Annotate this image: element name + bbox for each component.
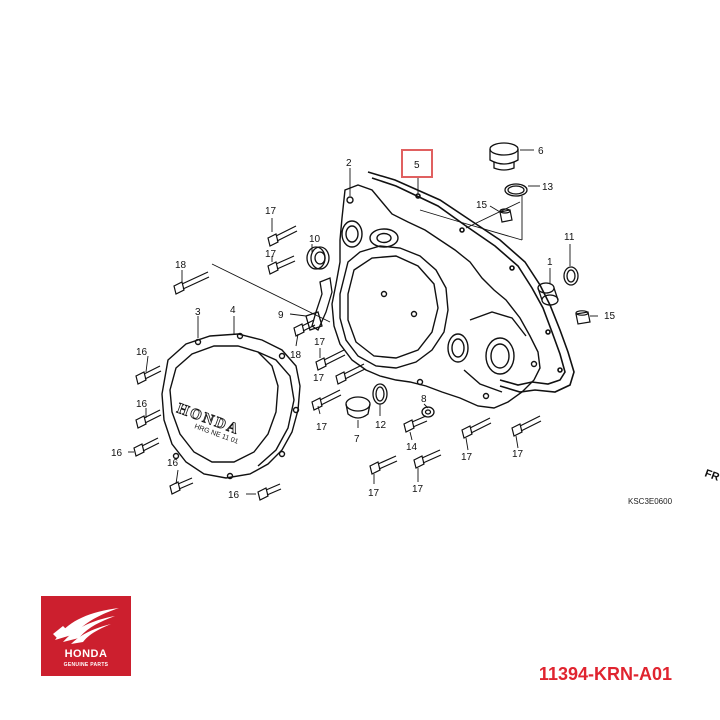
o-ring-11 bbox=[563, 266, 579, 286]
callout-6[interactable]: 6 bbox=[538, 146, 544, 157]
gasket bbox=[367, 171, 575, 393]
callout-16[interactable]: 16 bbox=[136, 399, 148, 410]
callout-8[interactable]: 8 bbox=[421, 394, 427, 405]
callouts: 2 5 6 13 15 17 10 17 18 11 1 3 4 9 15 16… bbox=[111, 146, 616, 501]
callout-4[interactable]: 4 bbox=[230, 305, 236, 316]
callout-14[interactable]: 14 bbox=[406, 442, 418, 453]
callout-7[interactable]: 7 bbox=[354, 434, 360, 445]
o-ring-13 bbox=[504, 183, 528, 197]
callout-17[interactable]: 17 bbox=[512, 449, 524, 460]
bracket-9 bbox=[305, 277, 333, 331]
callout-16[interactable]: 16 bbox=[228, 490, 240, 501]
wing-icon bbox=[53, 608, 119, 644]
dowel-pin-15b bbox=[575, 310, 591, 325]
callout-1[interactable]: 1 bbox=[547, 257, 553, 268]
logo-wordmark: HONDA bbox=[64, 648, 108, 660]
cap-7 bbox=[345, 396, 371, 419]
washer-8 bbox=[421, 406, 435, 418]
oil-seal-10 bbox=[306, 246, 330, 270]
callout-12[interactable]: 12 bbox=[375, 420, 387, 431]
highlight-box bbox=[401, 149, 433, 178]
logo-subtitle: GENUINE PARTS bbox=[63, 662, 109, 668]
callout-17[interactable]: 17 bbox=[265, 249, 277, 260]
callout-13[interactable]: 13 bbox=[542, 182, 554, 193]
part-number: 11394-KRN-A01 bbox=[538, 664, 672, 684]
callout-10[interactable]: 10 bbox=[309, 234, 321, 245]
callout-17[interactable]: 17 bbox=[412, 484, 424, 495]
callout-17[interactable]: 17 bbox=[316, 422, 328, 433]
honda-genuine-parts-logo: HONDA GENUINE PARTS bbox=[41, 596, 131, 676]
callout-16[interactable]: 16 bbox=[111, 448, 123, 459]
collar-1 bbox=[537, 282, 559, 306]
front-arrow: FR bbox=[703, 468, 720, 484]
callout-16[interactable]: 16 bbox=[167, 458, 179, 469]
callout-16[interactable]: 16 bbox=[136, 347, 148, 358]
clutch-cover bbox=[161, 332, 301, 480]
right-crankcase-cover bbox=[331, 184, 541, 409]
callout-17[interactable]: 17 bbox=[265, 206, 277, 217]
callout-5[interactable]: 5 bbox=[414, 160, 420, 171]
drawing-code: KSC3E0600 bbox=[628, 497, 673, 506]
callout-9[interactable]: 9 bbox=[278, 310, 284, 321]
callout-2[interactable]: 2 bbox=[346, 158, 352, 169]
callout-17[interactable]: 17 bbox=[314, 337, 326, 348]
oil-filler-cap bbox=[489, 142, 519, 171]
leader-lines bbox=[128, 149, 598, 495]
callout-18[interactable]: 18 bbox=[290, 350, 302, 361]
callout-18[interactable]: 18 bbox=[175, 260, 187, 271]
callout-17[interactable]: 17 bbox=[461, 452, 473, 463]
o-ring-12 bbox=[372, 383, 388, 405]
bolts bbox=[133, 225, 542, 501]
callout-11[interactable]: 11 bbox=[564, 232, 575, 243]
callout-3[interactable]: 3 bbox=[195, 307, 201, 318]
callout-15[interactable]: 15 bbox=[476, 200, 488, 211]
front-arrow-label: FR bbox=[703, 468, 720, 484]
callout-15[interactable]: 15 bbox=[604, 311, 616, 322]
callout-17[interactable]: 17 bbox=[313, 373, 325, 384]
callout-17[interactable]: 17 bbox=[368, 488, 380, 499]
